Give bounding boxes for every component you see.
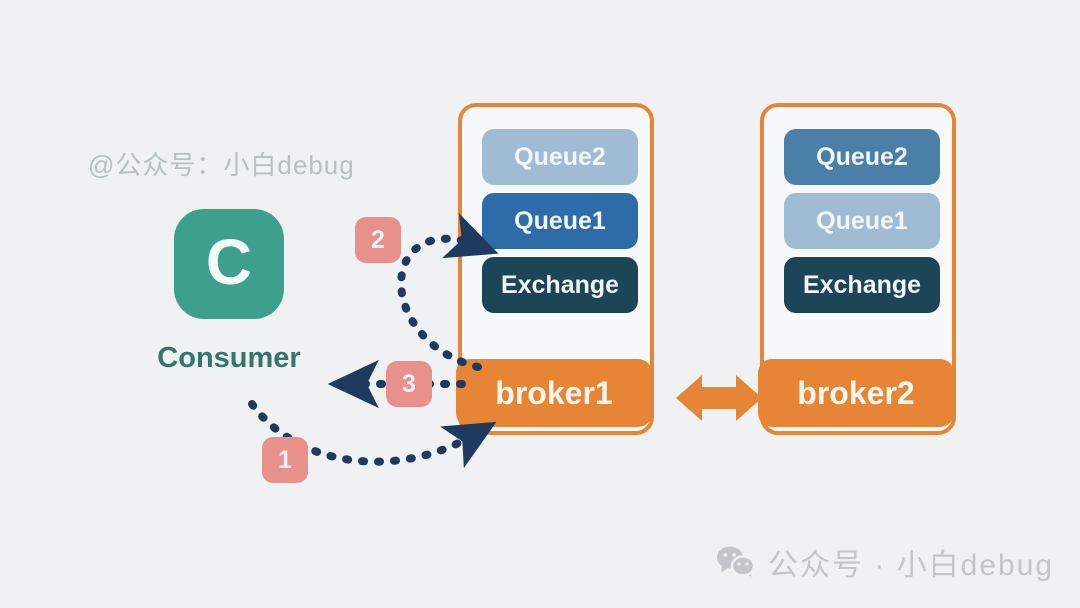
broker2-bar: broker2 <box>758 359 954 427</box>
broker2-queue1: Queue1 <box>784 193 940 249</box>
step-badge-3-label: 3 <box>402 369 416 398</box>
watermark-bottom-right: 公众号 · 小白debug <box>716 540 1054 584</box>
broker2-bar-label: broker2 <box>797 374 915 411</box>
watermark-bottom-text: 公众号 · 小白debug <box>768 549 1055 582</box>
broker1-bar: broker1 <box>456 359 652 427</box>
step-badge-2-label: 2 <box>371 225 385 254</box>
watermark-top-left: @公众号：小白debug <box>88 150 355 180</box>
broker1-exchange: Exchange <box>482 257 638 313</box>
broker1-queue1: Queue1 <box>482 193 638 249</box>
step-badge-3: 3 <box>386 361 432 407</box>
broker2-container: Queue2 Queue1 Exchange broker2 <box>758 103 956 435</box>
broker2-exchange: Exchange <box>784 257 940 313</box>
wechat-icon <box>717 546 756 579</box>
broker2-exchange-label: Exchange <box>802 270 922 299</box>
broker1-queue2: Queue2 <box>482 129 638 185</box>
broker1-queue1-label: Queue1 <box>514 206 606 235</box>
broker1-container: Queue2 Queue1 Exchange broker1 <box>456 103 654 435</box>
broker2-queue2: Queue2 <box>784 129 940 185</box>
broker2-queue1-label: Queue1 <box>816 206 908 235</box>
step-badge-1-label: 1 <box>278 445 292 474</box>
broker1-exchange-label: Exchange <box>500 270 620 299</box>
broker-link-bidirectional-arrow-icon <box>676 375 762 421</box>
step-badge-2: 2 <box>355 217 401 263</box>
broker1-queue2-label: Queue2 <box>514 142 606 171</box>
consumer-icon: C <box>174 209 284 319</box>
consumer-icon-letter: C <box>205 226 253 298</box>
consumer-label: Consumer <box>157 342 301 374</box>
broker2-queue2-label: Queue2 <box>816 142 908 171</box>
broker1-bar-label: broker1 <box>495 374 613 411</box>
step-badge-1: 1 <box>262 437 308 483</box>
